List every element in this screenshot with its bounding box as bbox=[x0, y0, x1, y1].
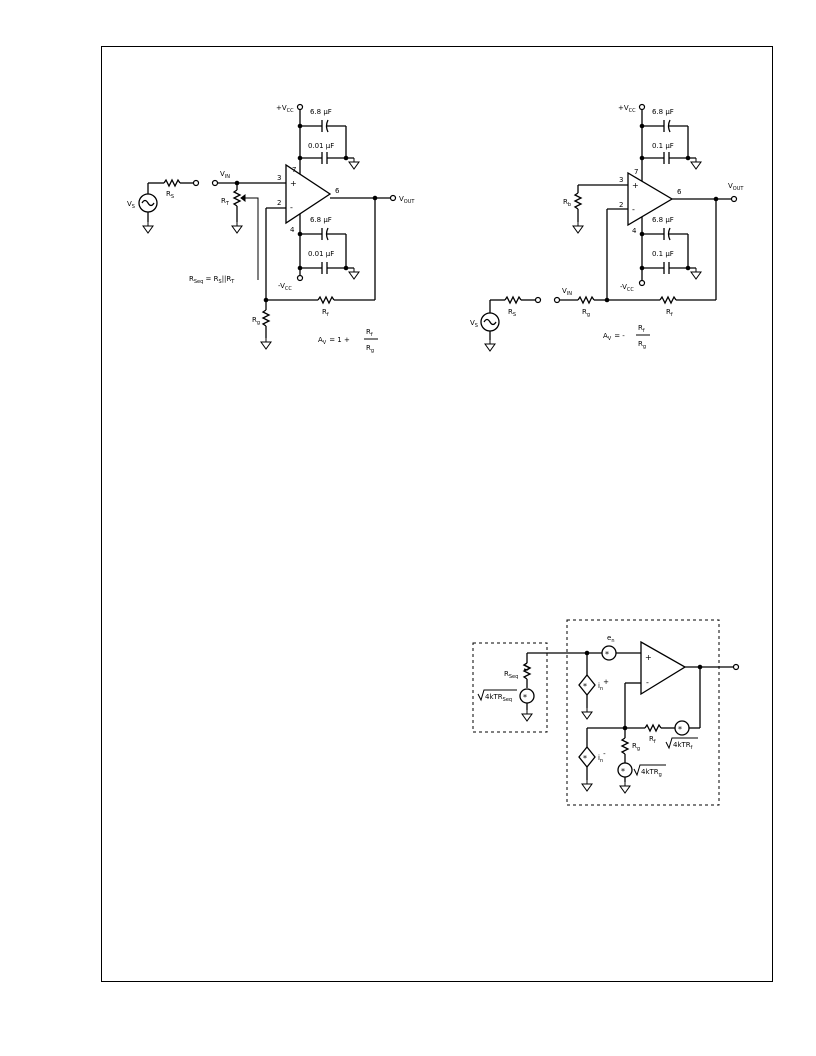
pin-6: 6 bbox=[677, 188, 682, 196]
vout-label: VOUT bbox=[728, 182, 744, 192]
pin-7: 7 bbox=[292, 166, 296, 174]
noise-source-star-icon: * bbox=[605, 650, 609, 659]
noise-source-star-icon: * bbox=[678, 725, 682, 734]
rt-label: RT bbox=[221, 197, 230, 207]
vin-label: VIN bbox=[220, 170, 230, 180]
cap-bot-large: 6.8 μF bbox=[652, 216, 674, 224]
rs-label: RS bbox=[508, 308, 516, 318]
gain-lhs: AV= 1 + bbox=[318, 336, 350, 346]
rs-label: RS bbox=[166, 190, 174, 200]
gain-denominator: Rg bbox=[638, 340, 646, 350]
cap-bot-small: 0.1 μF bbox=[652, 250, 674, 258]
sqrt-rf-label: 4kTRf bbox=[665, 737, 698, 751]
rf-label: Rf bbox=[666, 308, 673, 318]
pin-3: 3 bbox=[619, 176, 623, 184]
minus-sign: - bbox=[290, 203, 293, 212]
vcc-pos-label: +VCC bbox=[276, 104, 294, 114]
vcc-neg-label: -VCC bbox=[278, 282, 292, 292]
plus-sign: + bbox=[645, 653, 652, 662]
rg-label: Rg bbox=[252, 316, 260, 326]
vcc-neg-label: -VCC bbox=[620, 283, 634, 293]
gain-lhs: AV= - bbox=[603, 332, 625, 342]
pin-2: 2 bbox=[619, 201, 623, 209]
source-box bbox=[472, 642, 548, 733]
cap-bot-large: 6.8 μF bbox=[310, 216, 332, 224]
rseq-formula: RSeq = RS||RT bbox=[189, 275, 235, 285]
in-plus-label: in+ bbox=[598, 678, 609, 692]
pin-6: 6 bbox=[335, 187, 340, 195]
minus-sign: - bbox=[632, 205, 635, 214]
rf-label: Rf bbox=[649, 735, 656, 745]
gain-denominator: Rg bbox=[366, 344, 374, 354]
plus-sign: + bbox=[290, 179, 297, 188]
noise-source-star-icon: * bbox=[523, 693, 527, 702]
plus-sign: + bbox=[632, 181, 639, 190]
page-frame bbox=[101, 46, 773, 982]
sqrt-rseq-label: 4kTRSeq bbox=[477, 689, 517, 703]
vcc-pos-label: +VCC bbox=[618, 104, 636, 114]
opamp-symbol bbox=[640, 640, 687, 696]
en-label: en bbox=[607, 634, 614, 644]
pin-3: 3 bbox=[277, 174, 281, 182]
pin-2: 2 bbox=[277, 199, 281, 207]
cap-top-small: 0.1 μF bbox=[652, 142, 674, 150]
svg-text:4kTRSeq: 4kTRSeq bbox=[485, 693, 512, 703]
pin-7: 7 bbox=[634, 168, 638, 176]
opamp-symbol bbox=[285, 163, 332, 225]
noninverting-circuit: +VCC 6.8 μF 0.01 μF 7 3 2 6 4 + - 6.8 μF… bbox=[127, 103, 415, 354]
cap-top-small: 0.01 μF bbox=[308, 142, 334, 150]
svg-text:4kTRf: 4kTRf bbox=[673, 741, 693, 751]
minus-sign: - bbox=[646, 678, 649, 687]
vout-label: VOUT bbox=[399, 195, 415, 205]
vs-label: VS bbox=[127, 200, 135, 210]
vs-label: VS bbox=[470, 319, 478, 329]
svg-text:4kTRg: 4kTRg bbox=[641, 768, 662, 778]
noise-model: * * + - * * * bbox=[472, 619, 740, 806]
rseq-label: RSeq bbox=[504, 670, 518, 680]
opamp-symbol bbox=[627, 171, 674, 227]
pin-4: 4 bbox=[290, 226, 295, 234]
rb-label: Rb bbox=[563, 198, 571, 208]
rg-label: Rg bbox=[582, 308, 590, 318]
gain-numerator: Rf bbox=[366, 328, 373, 338]
noise-source-star-icon: * bbox=[621, 767, 625, 776]
noise-source-star-icon: * bbox=[583, 754, 587, 763]
cap-top-large: 6.8 μF bbox=[652, 108, 674, 116]
in-minus-label: in- bbox=[598, 750, 606, 764]
rf-label: Rf bbox=[322, 308, 329, 318]
gain-numerator: Rf bbox=[638, 324, 645, 334]
sqrt-rg-label: 4kTRg bbox=[633, 764, 666, 778]
noise-source-star-icon: * bbox=[583, 682, 587, 691]
inverting-circuit: +VCC 6.8 μF 0.1 μF 7 3 2 6 4 + - 6.8 μF … bbox=[470, 103, 744, 352]
rg-label: Rg bbox=[632, 742, 640, 752]
pin-4: 4 bbox=[632, 227, 637, 235]
vin-label: VIN bbox=[562, 287, 572, 297]
cap-top-large: 6.8 μF bbox=[310, 108, 332, 116]
cap-bot-small: 0.01 μF bbox=[308, 250, 334, 258]
